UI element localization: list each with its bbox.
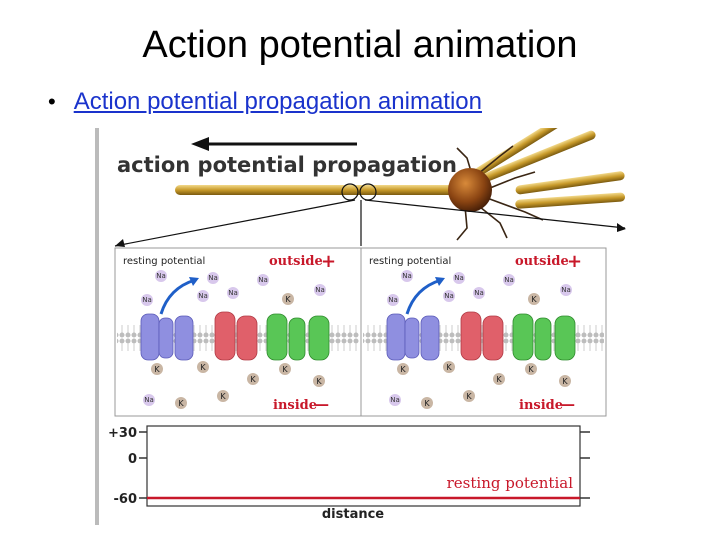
na-flow-arrowhead	[189, 277, 199, 286]
svg-text:Na: Na	[142, 296, 152, 304]
voltage-graph: +30 0 -60 resting potential distance	[108, 425, 590, 522]
svg-text:Na: Na	[208, 274, 218, 282]
na-ions-inside: Na	[389, 394, 401, 406]
propagation-heading: action potential propagation	[117, 153, 457, 177]
k-channel-green	[512, 313, 576, 361]
minus-sign: —	[561, 397, 575, 413]
svg-text:K: K	[400, 365, 406, 374]
svg-text:K: K	[178, 399, 184, 408]
svg-text:K: K	[282, 365, 288, 374]
outside-label: outside	[269, 254, 323, 269]
svg-text:Na: Na	[504, 276, 514, 284]
graph-frame	[146, 425, 581, 507]
plus-sign: +	[321, 251, 336, 272]
svg-text:Na: Na	[198, 292, 208, 300]
svg-text:K: K	[285, 295, 291, 304]
na-ions-inside: Na	[143, 394, 155, 406]
na-flow-arrow	[159, 278, 196, 315]
svg-text:Na: Na	[156, 272, 166, 280]
zoom-arrow-right	[617, 223, 626, 232]
zoom-markers	[114, 183, 626, 247]
k-channel-green	[266, 313, 330, 361]
inside-label: inside	[273, 398, 317, 413]
svg-text:K: K	[250, 375, 256, 384]
k-ions: K K K K K K K K	[397, 293, 571, 409]
slide-title: Action potential animation	[142, 24, 578, 66]
na-flow-arrow	[405, 278, 442, 315]
axon	[175, 185, 465, 195]
y-tick-label: -60	[114, 492, 138, 507]
svg-text:K: K	[466, 392, 472, 401]
bullet-item: • Action potential propagation animation	[48, 88, 482, 116]
outside-label: outside	[515, 254, 569, 269]
svg-text:Na: Na	[454, 274, 464, 282]
svg-text:Na: Na	[474, 289, 484, 297]
na-ions-outside: Na Na Na Na Na Na Na	[387, 270, 572, 306]
dendrites	[468, 128, 626, 209]
panel-left-edge	[95, 128, 99, 525]
k-channel-red	[460, 311, 504, 361]
svg-text:K: K	[220, 392, 226, 401]
svg-text:K: K	[316, 377, 322, 386]
k-channel-red	[214, 311, 258, 361]
inside-label: inside	[519, 398, 563, 413]
neuron-soma	[448, 168, 492, 212]
svg-text:K: K	[562, 377, 568, 386]
na-channel	[386, 313, 440, 361]
svg-text:Na: Na	[390, 396, 400, 404]
membrane-panel-right: resting potential outside + inside — Na …	[360, 247, 607, 417]
svg-text:K: K	[424, 399, 430, 408]
resting-label: resting potential	[123, 256, 205, 267]
membrane-panel-left: resting potential outside + inside — Na …	[114, 247, 362, 417]
y-tick-label: 0	[128, 452, 137, 467]
x-axis-label: distance	[322, 507, 384, 522]
svg-text:Na: Na	[228, 289, 238, 297]
animation-graphic: action potential propagation resting pot…	[95, 128, 626, 525]
svg-text:K: K	[528, 365, 534, 374]
zoom-arrow-left	[115, 239, 125, 247]
svg-text:K: K	[496, 375, 502, 384]
animation-panel[interactable]: action potential propagation resting pot…	[95, 128, 630, 525]
svg-text:Na: Na	[388, 296, 398, 304]
resting-label: resting potential	[369, 256, 451, 267]
na-ions-outside: Na Na Na Na Na Na Na	[141, 270, 326, 306]
curve-label: resting potential	[447, 474, 574, 492]
svg-text:Na: Na	[315, 286, 325, 294]
svg-text:K: K	[154, 365, 160, 374]
na-flow-arrowhead	[435, 277, 445, 286]
minus-sign: —	[315, 397, 329, 413]
k-ions: K K K K K K K K	[151, 293, 325, 409]
svg-text:Na: Na	[402, 272, 412, 280]
animation-link[interactable]: Action potential propagation animation	[73, 88, 482, 115]
svg-text:Na: Na	[258, 276, 268, 284]
svg-text:K: K	[531, 295, 537, 304]
svg-text:Na: Na	[444, 292, 454, 300]
svg-text:K: K	[446, 363, 452, 372]
plus-sign: +	[567, 251, 582, 272]
bullet-dot: •	[48, 89, 56, 114]
propagation-arrow	[191, 137, 357, 151]
na-channel	[140, 313, 194, 361]
svg-text:Na: Na	[144, 396, 154, 404]
svg-text:Na: Na	[561, 286, 571, 294]
y-tick-label: +30	[108, 426, 137, 441]
svg-text:K: K	[200, 363, 206, 372]
